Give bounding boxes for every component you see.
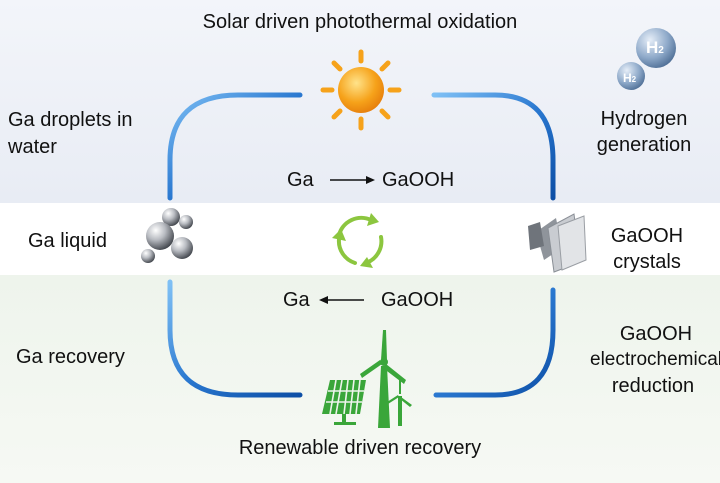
sun-icon	[320, 49, 402, 131]
gaooh-crystals-label-line1: GaOOH	[610, 225, 684, 247]
recovery-band	[0, 275, 720, 483]
electro-label-line1: GaOOH	[619, 323, 693, 345]
ga-droplets-icon	[141, 208, 193, 263]
h2-small-label: H2	[623, 71, 637, 85]
wind-turbine-icon	[360, 330, 412, 428]
electro-label-line3: reduction	[611, 375, 695, 397]
ga-recovery-label: Ga recovery	[16, 346, 125, 368]
ga-liquid-label: Ga liquid	[28, 230, 107, 252]
title-top: Solar driven photothermal oxidation	[202, 11, 518, 33]
hydrogen-molecules-icon	[617, 28, 676, 90]
reaction-arrow-top	[330, 176, 375, 184]
arc-top-right	[431, 92, 556, 201]
reaction-bottom-reactant: GaOOH	[381, 289, 454, 311]
electro-label-line2: electrochemical	[590, 349, 720, 370]
ga-droplets-label-line1: Ga droplets in	[8, 109, 133, 131]
arc-bottom-right	[433, 287, 556, 398]
reaction-top-product: GaOOH	[382, 169, 455, 191]
h2-big-label: H2	[646, 38, 664, 57]
hydrogen-label-line2: generation	[596, 134, 692, 156]
solar-panel-icon	[322, 379, 366, 425]
recycle-icon	[332, 213, 384, 268]
reaction-arrow-bottom	[319, 296, 364, 304]
gaooh-crystals-label-line2: crystals	[613, 251, 681, 273]
reaction-top-reactant: Ga	[287, 169, 314, 191]
hydrogen-label-line1: Hydrogen	[600, 108, 688, 130]
arc-bottom-left	[167, 279, 303, 398]
middle-band	[0, 203, 720, 275]
arc-top-left	[167, 92, 303, 201]
ga-droplets-label-line2: water	[8, 136, 57, 158]
gaooh-crystals-icon	[528, 213, 587, 273]
title-bottom: Renewable driven recovery	[238, 437, 482, 459]
reaction-bottom-product: Ga	[283, 289, 310, 311]
